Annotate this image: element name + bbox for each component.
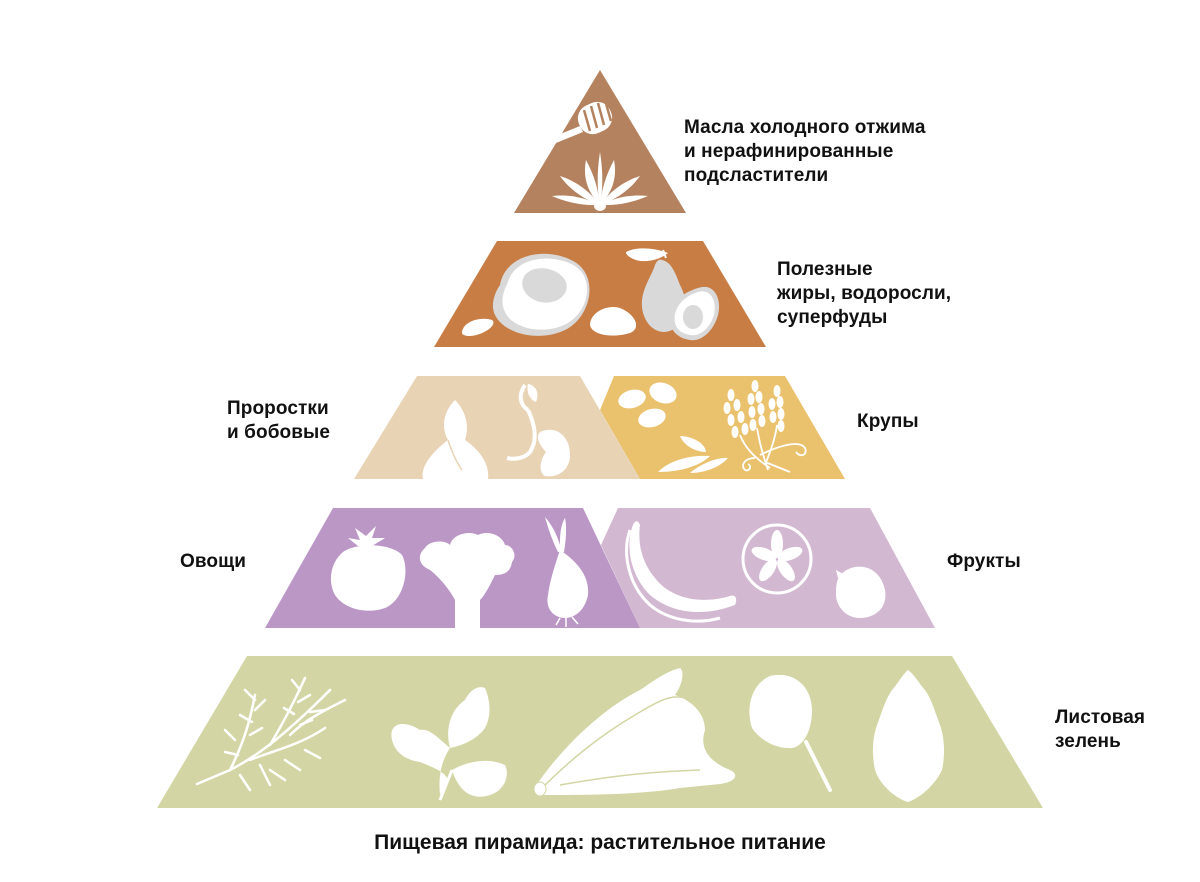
- bean-sprout-icon: [506, 383, 570, 477]
- label-sprouts-line-1: Проростки: [227, 398, 329, 419]
- broccoli-icon: [419, 533, 515, 628]
- wheat-ears-icon: [723, 380, 807, 473]
- label-fruits-line-1: Фрукты: [947, 551, 1021, 572]
- label-oils-line-1: Масла холодного отжима: [684, 117, 926, 138]
- spinach-leaf-icon: [749, 674, 832, 792]
- label-sprouts: Проростки и бобовые: [227, 397, 330, 445]
- label-greens: Листовая зелень: [1055, 706, 1145, 754]
- label-vegetables-line-1: Овощи: [180, 551, 247, 572]
- parsley-icon: [391, 687, 507, 801]
- label-greens-line-2: зелень: [1055, 731, 1121, 752]
- label-fats-line-2: жиры, водоросли,: [777, 283, 952, 304]
- oat-flakes-icon: [658, 436, 728, 473]
- nettle-leaf-icon: [872, 670, 945, 802]
- citrus-slice-icon: [741, 523, 813, 595]
- level-vegetables: [265, 508, 640, 628]
- label-greens-line-1: Листовая: [1055, 707, 1146, 728]
- label-fats: Полезные жиры, водоросли, суперфуды: [777, 258, 951, 330]
- chinese-cabbage-icon: [533, 668, 736, 797]
- tomato-icon: [330, 526, 406, 611]
- level-greens: [157, 656, 1043, 808]
- grain-seeds-icon: [618, 382, 677, 428]
- pyramid-caption: Пищевая пирамида: растительное питание: [374, 831, 826, 854]
- onion-icon: [545, 517, 589, 627]
- level-fats: [434, 241, 766, 347]
- label-fats-line-1: Полезные: [777, 259, 873, 280]
- honey-dipper-icon: [553, 99, 613, 143]
- label-fruits: Фрукты: [947, 550, 1021, 574]
- level-fruits: [601, 508, 935, 628]
- dill-icon: [195, 676, 347, 792]
- label-oils-line-3: подсластители: [684, 165, 829, 186]
- label-oils: Масла холодного отжима и нерафинированны…: [684, 116, 926, 188]
- label-grains-line-1: Крупы: [857, 411, 919, 432]
- level-oils: [514, 70, 686, 213]
- garlic-sprout-icon: [422, 400, 489, 479]
- label-fats-line-3: суперфуды: [777, 307, 888, 328]
- label-oils-line-2: и нерафинированные: [684, 141, 894, 162]
- strawberry-icon: [835, 566, 886, 618]
- level-grains: [600, 376, 845, 479]
- agave-icon: [552, 152, 648, 211]
- coconut-icon: [492, 253, 590, 336]
- label-grains: Крупы: [857, 410, 919, 434]
- avocado-icon: [641, 249, 720, 341]
- label-vegetables: Овощи: [180, 550, 246, 574]
- almond-icon: [462, 248, 668, 336]
- banana-icon: [625, 521, 737, 623]
- level-sprouts: [354, 376, 640, 479]
- label-sprouts-line-2: и бобовые: [227, 422, 331, 443]
